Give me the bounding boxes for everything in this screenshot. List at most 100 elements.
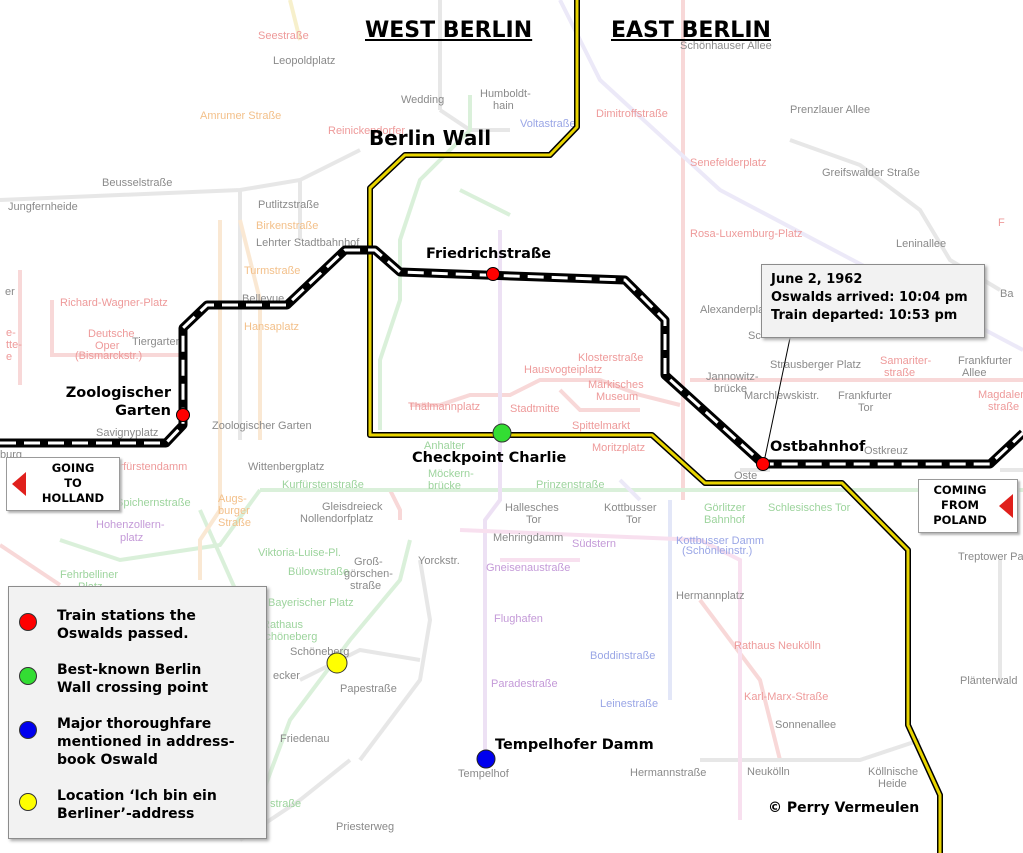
svg-text:Jannowitz-: Jannowitz-	[706, 371, 759, 383]
blue-dot-icon	[19, 721, 37, 739]
marker-checkpoint-charlie	[492, 423, 512, 443]
info-departed: Train departed: 10:53 pm	[771, 308, 958, 323]
info-arrived: Oswalds arrived: 10:04 pm	[771, 290, 968, 305]
svg-text:Lehrter Stadtbahnhof: Lehrter Stadtbahnhof	[256, 237, 360, 249]
svg-text:F: F	[998, 217, 1005, 229]
svg-text:Birkenstraße: Birkenstraße	[256, 220, 318, 232]
svg-text:Hermannstraße: Hermannstraße	[630, 767, 706, 779]
legend-item-crossing: Best-known Berlin Wall crossing point	[9, 659, 264, 699]
svg-text:Putlitzstraße: Putlitzstraße	[258, 199, 319, 211]
svg-text:Tor: Tor	[626, 514, 642, 526]
svg-text:Kottbusser: Kottbusser	[604, 502, 657, 514]
svg-text:Tor: Tor	[526, 514, 542, 526]
svg-text:Humboldt-: Humboldt-	[480, 88, 531, 100]
svg-text:Neukölln: Neukölln	[747, 766, 790, 778]
svg-text:Leninallee: Leninallee	[896, 238, 946, 250]
label-tempelhofer-damm: Tempelhofer Damm	[495, 737, 654, 753]
svg-text:Rathaus: Rathaus	[262, 619, 303, 631]
train-route	[0, 245, 1023, 469]
svg-text:tte-: tte-	[6, 339, 22, 351]
svg-text:Ostkreuz: Ostkreuz	[864, 445, 908, 457]
svg-text:Schöneberg: Schöneberg	[258, 631, 317, 643]
svg-text:Augs-: Augs-	[218, 493, 247, 505]
svg-text:Moritzplatz: Moritzplatz	[592, 442, 645, 454]
svg-text:Tor: Tor	[858, 402, 874, 414]
svg-text:Bahnhof: Bahnhof	[704, 514, 746, 526]
svg-text:Ba: Ba	[1000, 288, 1014, 300]
svg-text:Samariter-: Samariter-	[880, 355, 932, 367]
svg-text:Groß-: Groß-	[354, 556, 383, 568]
marker-ich-bin-ein-berliner	[326, 652, 348, 674]
svg-text:Nollendorfplatz: Nollendorfplatz	[300, 513, 373, 525]
svg-text:Tempelhof: Tempelhof	[458, 768, 510, 780]
svg-text:Möckern-: Möckern-	[428, 468, 474, 480]
svg-text:Gleisdreieck: Gleisdreieck	[322, 501, 383, 513]
svg-text:Magdalenen-: Magdalenen-	[978, 389, 1023, 401]
svg-text:Hallesches: Hallesches	[505, 502, 559, 514]
svg-text:burger: burger	[218, 505, 250, 517]
svg-text:platz: platz	[120, 532, 143, 544]
copyright: © Perry Vermeulen	[768, 800, 920, 816]
svg-text:Rosa-Luxemburg-Platz: Rosa-Luxemburg-Platz	[690, 228, 803, 240]
svg-text:Priesterweg: Priesterweg	[336, 821, 394, 833]
legend-text: Major thoroughfare mentioned in address-…	[57, 716, 235, 768]
label-zoologischer-garten: Zoologischer Garten	[65, 385, 171, 419]
legend-item-berliner-address: Location ‘Ich bin ein Berliner’-address	[9, 785, 264, 825]
svg-text:Straße: Straße	[218, 517, 251, 529]
svg-text:Hohenzollern-: Hohenzollern-	[96, 519, 165, 531]
west-berlin-header: WEST BERLIN	[365, 18, 533, 43]
svg-text:Leinestraße: Leinestraße	[600, 698, 658, 710]
svg-text:Viktoria-Luise-Pl.: Viktoria-Luise-Pl.	[258, 547, 341, 559]
svg-text:Sc: Sc	[748, 330, 761, 342]
svg-text:straße: straße	[350, 580, 381, 592]
svg-text:Hausvogteiplatz: Hausvogteiplatz	[524, 364, 602, 376]
svg-text:brücke: brücke	[714, 383, 747, 395]
svg-text:Kurfürstendamm: Kurfürstendamm	[106, 461, 187, 473]
svg-text:Spittelmarkt: Spittelmarkt	[572, 420, 630, 432]
svg-text:Boddinstraße: Boddinstraße	[590, 650, 655, 662]
svg-text:straße: straße	[884, 367, 915, 379]
svg-text:Seestraße: Seestraße	[258, 30, 309, 42]
marker-ostbahnhof	[756, 457, 770, 471]
svg-text:Frankfurter: Frankfurter	[958, 355, 1012, 367]
svg-text:Köllnische: Köllnische	[868, 766, 918, 778]
svg-text:Prinzenstraße: Prinzenstraße	[536, 479, 604, 491]
label-friedrichstrasse: Friedrichstraße	[426, 246, 552, 262]
svg-text:e-: e-	[6, 327, 16, 339]
svg-text:Spichernstraße: Spichernstraße	[116, 497, 191, 509]
svg-text:Zoologischer Garten: Zoologischer Garten	[212, 420, 312, 432]
background-station-names: Seestraße Leopoldplatz Wedding Humboldt-…	[0, 30, 1023, 833]
svg-text:Richard-Wagner-Platz: Richard-Wagner-Platz	[60, 297, 168, 309]
svg-text:Hermannplatz: Hermannplatz	[676, 590, 744, 602]
arrow-left-icon	[999, 494, 1013, 518]
legend-text: Best-known Berlin Wall crossing point	[57, 662, 209, 696]
legend: Train stations the Oswalds passed. Best-…	[8, 586, 267, 839]
marker-zoologischer-garten	[176, 408, 190, 422]
svg-text:(Bismarckstr.): (Bismarckstr.)	[75, 350, 142, 362]
svg-text:Stadtmitte: Stadtmitte	[510, 403, 560, 415]
green-dot-icon	[19, 667, 37, 685]
svg-text:Rathaus Neukölln: Rathaus Neukölln	[734, 640, 821, 652]
coming-from-poland-text: COMING FROM POLAND	[933, 483, 987, 527]
svg-text:Voltastraße: Voltastraße	[520, 118, 576, 130]
svg-text:Senefelderplatz: Senefelderplatz	[690, 157, 766, 169]
svg-text:Savignyplatz: Savignyplatz	[96, 427, 158, 439]
svg-text:Oper: Oper	[95, 340, 120, 352]
svg-text:e: e	[6, 351, 12, 363]
svg-text:er: er	[5, 286, 15, 298]
svg-text:Märkisches: Märkisches	[588, 379, 644, 391]
svg-text:Amrumer Straße: Amrumer Straße	[200, 110, 281, 122]
svg-text:Flughafen: Flughafen	[494, 613, 543, 625]
info-date: June 2, 1962	[771, 272, 863, 287]
svg-text:Plänterwald: Plänterwald	[960, 675, 1017, 687]
info-pointer-line	[763, 337, 791, 463]
svg-text:Marchlewskistr.: Marchlewskistr.	[744, 390, 819, 402]
marker-friedrichstrasse	[486, 267, 500, 281]
svg-text:straße: straße	[270, 798, 301, 810]
red-dot-icon	[19, 613, 37, 631]
svg-text:Thälmannplatz: Thälmannplatz	[408, 401, 480, 413]
svg-text:ecker: ecker	[273, 670, 300, 682]
svg-text:Schönhauser Allee: Schönhauser Allee	[680, 40, 772, 52]
svg-text:Bayerischer Platz: Bayerischer Platz	[268, 597, 354, 609]
